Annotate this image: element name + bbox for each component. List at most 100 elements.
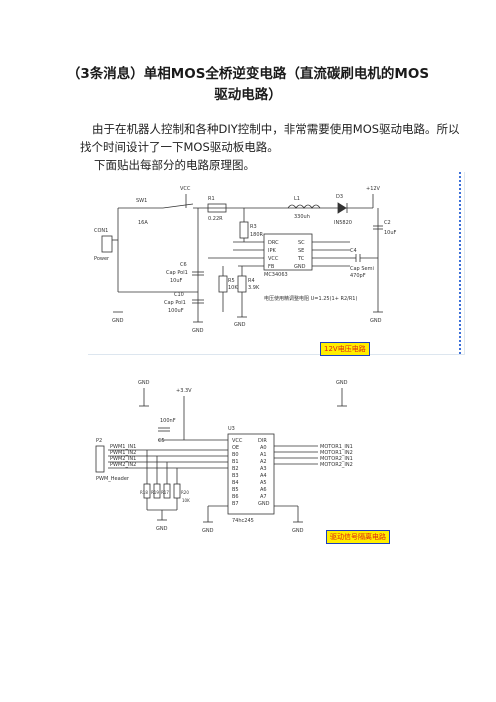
ic-pin-se: SE xyxy=(298,248,304,254)
r3-value: 180R xyxy=(250,232,264,238)
right-pin-7: A6 xyxy=(260,487,267,493)
isolation-schematic: GND +3.3V 100nF C5 GND U3 74hc245 VCC OE… xyxy=(88,366,464,552)
gnd-label-2: GND xyxy=(192,328,204,334)
r3-label: R3 xyxy=(250,224,257,230)
c10-value: 100uF xyxy=(168,308,184,314)
left-pin-1: OE xyxy=(232,445,239,451)
left-pin-3: B1 xyxy=(232,459,239,465)
con-label: CON1 xyxy=(94,228,108,234)
d3-value: IN5820 xyxy=(334,220,352,226)
left-pin-0: VCC xyxy=(232,438,243,444)
schematics-intro: 下面贴出每部分的电路原理图。 xyxy=(94,158,255,172)
right-pin-9: GND xyxy=(258,501,270,507)
ic-name: 74hc245 xyxy=(232,518,254,524)
v33-label: +3.3V xyxy=(176,388,192,394)
l1-value: 330uh xyxy=(294,214,310,220)
c4-value: 470pF xyxy=(350,273,366,279)
output-1: MOTOR1_IN2 xyxy=(320,450,353,456)
r5-value: 10K xyxy=(228,285,238,291)
title-line-1: （3条消息）单相MOS全桥逆变电路（直流碳刷电机的MOS xyxy=(66,66,430,82)
right-pin-4: A3 xyxy=(260,466,267,472)
resistor-1: R19 xyxy=(151,490,159,495)
right-pin-6: A5 xyxy=(260,480,267,486)
gnd-label-4: GND xyxy=(370,318,382,324)
c2-value: 10uF xyxy=(384,230,397,236)
left-pin-2: B0 xyxy=(232,452,239,458)
header-name: PWM_Header xyxy=(96,476,130,482)
right-pin-5: A4 xyxy=(260,473,267,479)
output-2: MOTOR2_IN1 xyxy=(320,456,353,462)
left-pin-4: B2 xyxy=(232,466,239,472)
input-3: PWM2_IN2 xyxy=(110,462,136,468)
ic-pin-fb: FB xyxy=(268,264,275,270)
input-0: PWM1_IN1 xyxy=(110,444,136,450)
right-pin-3: A2 xyxy=(260,459,267,465)
gnd-bottom-1: GND xyxy=(156,526,168,532)
r1-label: R1 xyxy=(208,196,215,202)
vcc-label: VCC xyxy=(180,186,191,192)
r5-label: R5 xyxy=(228,278,235,284)
intro-paragraph: 由于在机器人控制和各种DIY控制中，非常需要使用MOS驱动电路。所以找个时间设计… xyxy=(80,122,460,154)
con-name: Power xyxy=(94,256,110,262)
ic-pin-ipk: IPK xyxy=(268,248,276,254)
article-title: （3条消息）单相MOS全桥逆变电路（直流碳刷电机的MOS 驱动电路） xyxy=(40,64,456,106)
gnd-top-right: GND xyxy=(336,380,348,386)
cap-value: 100nF xyxy=(160,418,176,424)
ic-pin-sc: SC xyxy=(298,240,305,246)
supply-label: 12V电压电路 xyxy=(320,342,370,356)
input-2: PWM2_IN1 xyxy=(110,456,136,462)
header-label: P2 xyxy=(96,438,102,444)
isolation-diagram: GND +3.3V 100nF C5 GND U3 74hc245 VCC OE… xyxy=(88,366,464,552)
gnd-bottom-2: GND xyxy=(202,528,214,534)
gnd-label-1: GND xyxy=(112,318,124,324)
c10-label: C10 xyxy=(174,292,184,298)
left-pin-6: B4 xyxy=(232,480,239,486)
c6-value: 10uF xyxy=(170,278,183,284)
ic-pin-vcc: VCC xyxy=(268,256,279,262)
d3-label: D3 xyxy=(336,194,343,200)
sw-rating: 16A xyxy=(138,220,148,226)
right-pin-8: A7 xyxy=(260,494,267,500)
sw-label: SW1 xyxy=(136,198,147,204)
plus12-label: +12V xyxy=(366,186,381,192)
c4-label: C4 xyxy=(350,248,357,254)
gnd-bottom-3: GND xyxy=(292,528,304,534)
ic-label: MC34063 xyxy=(264,272,288,278)
ic-pin-gnd: GND xyxy=(294,264,306,270)
voltage-note: 电压使用精调整电阻 U=1.25(1+ R2/R1) xyxy=(264,295,357,302)
ic-pin-drc: DRC xyxy=(268,240,279,246)
r4-label: R4 xyxy=(248,278,255,284)
c10-name: Cap Pol1 xyxy=(164,300,186,306)
left-pin-8: B6 xyxy=(232,494,239,500)
gnd-label-3: GND xyxy=(234,322,246,328)
right-pin-0: DIR xyxy=(258,438,267,444)
left-pin-5: B3 xyxy=(232,473,239,479)
input-1: PWM1_IN2 xyxy=(110,450,136,456)
c2-label: C2 xyxy=(384,220,391,226)
resistor-2: R17 xyxy=(161,490,169,495)
ic-pin-tc: TC xyxy=(297,256,305,262)
cap-name: C5 xyxy=(158,438,165,444)
resistor-0: R18 xyxy=(140,490,148,495)
power-supply-diagram: VCC +12V SW1 16A CON1 Power R1 0.22R L1 … xyxy=(88,172,464,354)
c4-name: Cap Semi xyxy=(350,266,374,272)
power-supply-schematic: VCC +12V SW1 16A CON1 Power R1 0.22R L1 … xyxy=(88,172,465,356)
right-pin-2: A1 xyxy=(260,452,267,458)
output-0: MOTOR1_IN1 xyxy=(320,444,353,450)
l1-label: L1 xyxy=(294,196,300,202)
left-pin-9: B7 xyxy=(232,501,239,507)
left-pin-7: B5 xyxy=(232,487,239,493)
r1-value: 0.22R xyxy=(208,216,223,222)
right-pin-1: A0 xyxy=(260,445,267,451)
c6-label: C6 xyxy=(180,262,187,268)
r4-value: 3.9K xyxy=(248,285,260,291)
isolation-label: 驱动信号隔离电路 xyxy=(326,530,390,544)
resistor-value: 10K xyxy=(182,498,190,503)
output-3: MOTOR2_IN2 xyxy=(320,462,353,468)
u3-label: U3 xyxy=(228,426,235,432)
c6-name: Cap Pol1 xyxy=(166,270,188,276)
gnd-top-left: GND xyxy=(138,380,150,386)
resistor-3: R20 xyxy=(181,490,189,495)
title-line-2: 驱动电路） xyxy=(214,87,282,103)
